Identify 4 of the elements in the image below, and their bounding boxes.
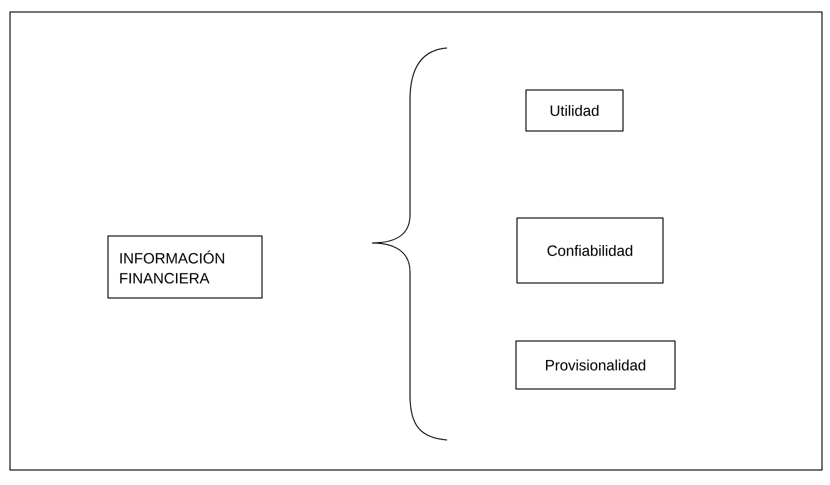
text-box: Provisionalidad — [516, 340, 676, 390]
text-box: INFORMACIÓN FINANCIERA — [108, 236, 262, 298]
text-box: Utilidad — [526, 90, 624, 132]
text-box: Confiabilidad — [516, 218, 664, 284]
